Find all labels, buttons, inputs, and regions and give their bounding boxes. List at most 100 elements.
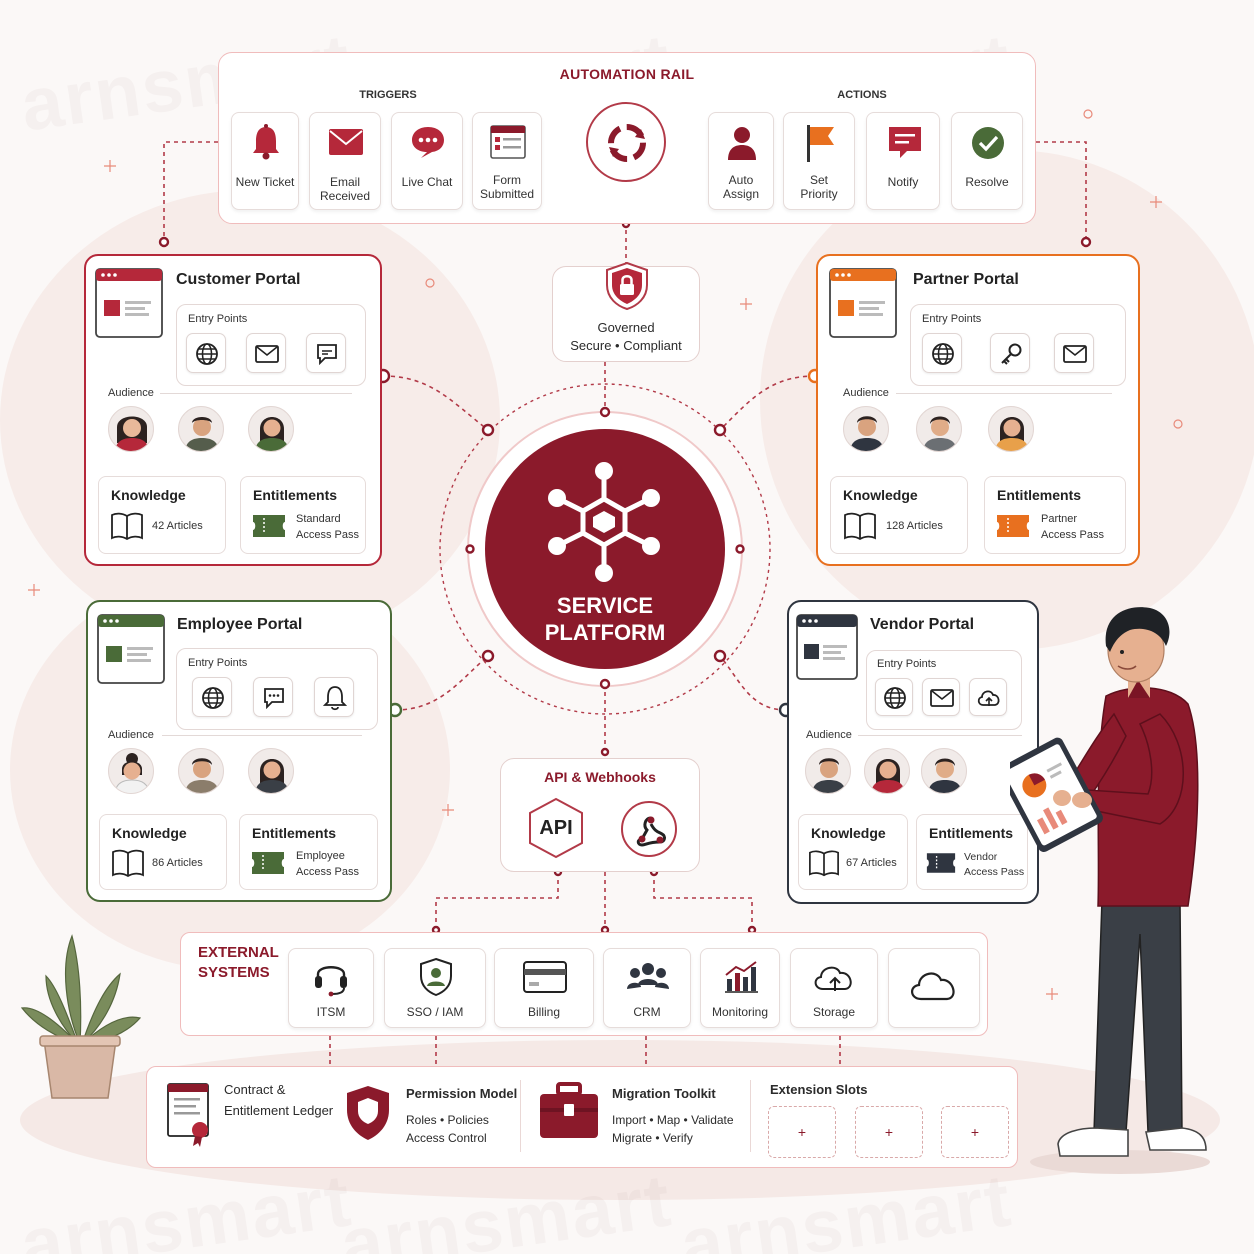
action-resolve[interactable]: Resolve — [951, 112, 1023, 210]
external-monitoring[interactable]: Monitoring — [700, 948, 780, 1028]
external-itsm[interactable]: ITSM — [288, 948, 374, 1028]
automation-rail-title: AUTOMATION RAIL — [559, 66, 695, 82]
customer-entry-email[interactable] — [246, 333, 286, 373]
avatar — [248, 406, 294, 452]
envelope-icon — [1063, 345, 1087, 363]
flag-icon — [807, 125, 834, 162]
toolbox-icon[interactable] — [538, 1082, 600, 1142]
extension-slot[interactable]: + — [941, 1106, 1009, 1158]
extension-slot[interactable]: + — [768, 1106, 836, 1158]
vendor-entry-upload[interactable] — [969, 678, 1007, 716]
trigger-new-ticket[interactable]: New Ticket — [231, 112, 299, 210]
employee-portal-title: Employee Portal — [177, 616, 303, 633]
platform-title-line1: SERVICE — [556, 593, 654, 618]
api-label: API — [539, 817, 573, 839]
network-hexagon-icon — [548, 462, 660, 582]
ticket-pass-icon — [997, 515, 1029, 537]
partner-pass-line2: Access Pass — [1041, 529, 1104, 541]
automation-hub[interactable] — [586, 102, 666, 182]
external-title-line2: SYSTEMS — [198, 964, 270, 981]
action-notify[interactable]: Notify — [866, 112, 940, 210]
extension-slot[interactable]: + — [855, 1106, 923, 1158]
chat-icon — [317, 344, 337, 365]
partner-audience-divider — [896, 393, 1112, 394]
actions-label: ACTIONS — [837, 89, 887, 101]
cycle-arrows-icon — [608, 124, 646, 162]
webhook-icon — [636, 816, 666, 847]
employee-pass-line2: Access Pass — [296, 866, 359, 878]
partner-audience-label: Audience — [843, 387, 889, 399]
bell-icon — [253, 124, 279, 160]
customer-audience-label: Audience — [108, 387, 154, 399]
employee-articles: 86 Articles — [152, 857, 203, 869]
vendor-audience-label: Audience — [806, 729, 852, 741]
service-platform-hub[interactable]: SERVICE PLATFORM — [485, 429, 725, 669]
globe-icon — [202, 687, 224, 709]
vendor-window-icon — [796, 614, 858, 680]
employee-audience-label: Audience — [108, 729, 154, 741]
permission-line2: Access Control — [406, 1131, 487, 1145]
check-circle-icon — [972, 127, 1004, 159]
partner-entry-web[interactable] — [922, 333, 962, 373]
external-sso-iam[interactable]: SSO / IAM — [384, 948, 486, 1028]
person-icon — [728, 127, 756, 160]
ledger-certificate-icon[interactable] — [166, 1082, 214, 1148]
form-icon — [490, 125, 526, 159]
book-icon — [112, 849, 144, 878]
customer-entry-web[interactable] — [186, 333, 226, 373]
customer-entry-points-label: Entry Points — [188, 313, 248, 325]
governed-box: Governed Secure • Compliant — [552, 261, 700, 362]
avatar — [921, 748, 967, 794]
avatar — [916, 406, 962, 452]
vendor-entitlements[interactable]: Entitlements — [916, 814, 1028, 890]
chat-icon — [264, 688, 284, 709]
customer-window-icon — [95, 268, 163, 338]
book-icon — [844, 512, 876, 541]
external-cloud[interactable] — [888, 948, 980, 1028]
globe-icon — [932, 343, 954, 365]
employee-entry-points-label: Entry Points — [188, 657, 248, 669]
partner-entry-key[interactable] — [990, 333, 1030, 373]
key-icon — [1001, 343, 1022, 365]
external-billing[interactable]: Billing — [494, 948, 594, 1028]
vendor-audience-divider — [858, 735, 1022, 736]
external-title-line1: EXTERNAL — [198, 944, 279, 961]
vendor-entry-web[interactable] — [875, 678, 913, 716]
avatar — [864, 748, 910, 794]
customer-entry-chat[interactable] — [306, 333, 346, 373]
vendor-entry-email[interactable] — [922, 678, 960, 716]
employee-entry-chat[interactable] — [253, 677, 293, 717]
shield-user-icon — [420, 957, 452, 997]
partner-knowledge[interactable]: Knowledge — [830, 476, 968, 554]
migration-line1: Import • Map • Validate — [612, 1113, 734, 1127]
ticket-pass-icon — [926, 853, 956, 873]
api-hexagon-icon[interactable] — [527, 797, 585, 859]
external-crm[interactable]: CRM — [603, 948, 691, 1028]
action-auto-assign[interactable]: Auto Assign — [708, 112, 774, 210]
webhook-button[interactable] — [621, 801, 677, 857]
vendor-portal-title: Vendor Portal — [870, 616, 975, 633]
globe-icon — [884, 687, 906, 709]
permission-title: Permission Model — [406, 1086, 518, 1101]
envelope-icon — [329, 129, 363, 155]
partner-entry-email[interactable] — [1054, 333, 1094, 373]
trigger-email-received[interactable]: Email Received — [309, 112, 381, 210]
permission-shield-icon[interactable] — [344, 1084, 392, 1142]
avatar — [108, 406, 154, 452]
foundation-divider — [750, 1080, 751, 1152]
ticket-pass-icon — [253, 515, 285, 537]
trigger-form-submitted[interactable]: Form Submitted — [472, 112, 542, 210]
person-with-tablet-illustration — [1010, 607, 1210, 1174]
customer-pass-line1: Standard — [296, 513, 341, 525]
envelope-icon — [930, 689, 954, 707]
api-webhooks-title: API & Webhooks — [544, 769, 656, 785]
action-set-priority[interactable]: Set Priority — [783, 112, 855, 210]
employee-entry-web[interactable] — [192, 677, 232, 717]
governed-subtitle: Secure • Compliant — [570, 338, 682, 353]
cloud-upload-icon — [977, 690, 1000, 706]
employee-entry-bell[interactable] — [314, 677, 354, 717]
book-icon — [111, 512, 143, 541]
foundation-divider — [520, 1080, 521, 1152]
external-storage[interactable]: Storage — [790, 948, 878, 1028]
trigger-live-chat[interactable]: Live Chat — [391, 112, 463, 210]
